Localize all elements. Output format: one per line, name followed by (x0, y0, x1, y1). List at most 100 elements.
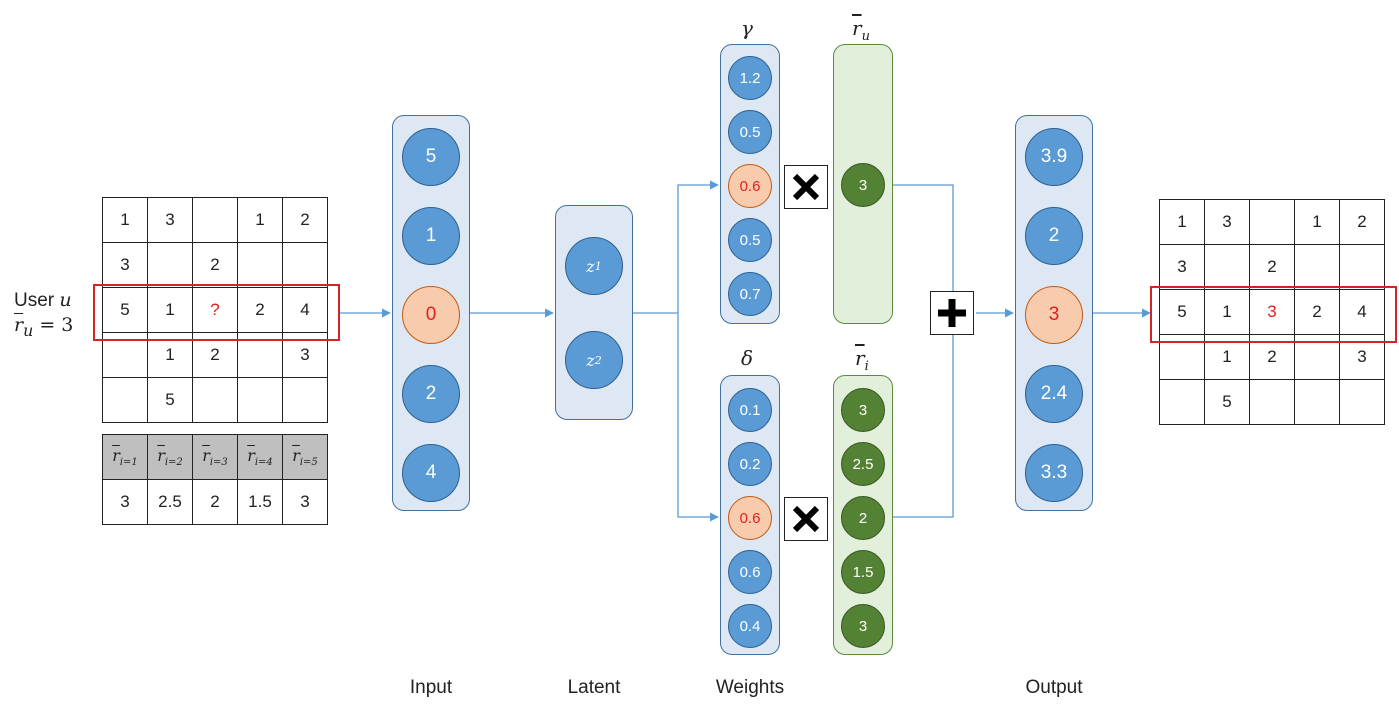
matrix-cell: 2 (282, 197, 328, 243)
matrix-cell: 1 (102, 197, 148, 243)
matrix-cell (1159, 379, 1205, 425)
stage-label-weights: Weights (715, 677, 785, 698)
item-mean-header: ri=2 (147, 434, 193, 480)
user-mean-node: 3 (841, 163, 885, 207)
matrix-cell: 1 (1159, 199, 1205, 245)
input-node: 1 (402, 207, 460, 265)
multiply-icon-upper (784, 165, 828, 209)
matrix-cell (192, 197, 238, 243)
gamma-weight-node: 0.5 (728, 110, 772, 154)
matrix-cell (1294, 244, 1340, 290)
matrix-cell: 2 (192, 242, 238, 288)
matrix-cell: 3 (1204, 199, 1250, 245)
matrix-cell: 1 (237, 197, 283, 243)
delta-weight-node: 0.2 (728, 442, 772, 486)
item-mean-node: 3 (841, 388, 885, 432)
user-var: u (59, 289, 72, 311)
output-node: 2.4 (1025, 365, 1083, 423)
matrix-row: 5 (102, 377, 328, 423)
wire-item-mean-to-sum (893, 313, 954, 518)
output-node: 2 (1025, 207, 1083, 265)
stage-label-output: Output (1025, 677, 1083, 698)
multiply-icon-lower (784, 497, 828, 541)
output-node: 3 (1025, 286, 1083, 344)
matrix-cell: 5 (1204, 379, 1250, 425)
output-highlight-row (1150, 286, 1397, 343)
matrix-cell: 2 (237, 287, 283, 333)
matrix-cell (282, 377, 328, 423)
input-node: 5 (402, 128, 460, 186)
arrow-to-gamma (677, 180, 719, 313)
item-mean-value: 3 (102, 479, 148, 525)
delta-symbol: δ (741, 346, 754, 370)
stage-label-input: Input (409, 677, 453, 698)
gamma-weight-node: 0.6 (728, 164, 772, 208)
matrix-cell: 3 (147, 197, 193, 243)
gamma-weight-node: 0.7 (728, 272, 772, 316)
matrix-cell (102, 377, 148, 423)
matrix-cell: 2 (1249, 244, 1295, 290)
matrix-cell: 5 (102, 287, 148, 333)
matrix-cell (147, 242, 193, 288)
item-mean-value: 2 (192, 479, 238, 525)
gamma-weight-node: 0.5 (728, 218, 772, 262)
matrix-cell: 4 (1339, 289, 1385, 335)
delta-weight-node: 0.6 (728, 550, 772, 594)
output-node: 3.9 (1025, 128, 1083, 186)
user-text: User (14, 290, 55, 311)
matrix-cell: 3 (1159, 244, 1205, 290)
matrix-cell (1294, 379, 1340, 425)
matrix-row: 5 (1159, 379, 1385, 425)
output-node: 3.3 (1025, 444, 1083, 502)
input-node: 0 (402, 286, 460, 344)
wire-user-mean-to-sum (893, 184, 954, 313)
matrix-cell (237, 377, 283, 423)
item-mean-value: 2.5 (147, 479, 193, 525)
gamma-symbol: γ (741, 16, 753, 40)
matrix-cell: 2 (1339, 199, 1385, 245)
matrix-cell: 1 (1294, 199, 1340, 245)
user-mean-sub: u (23, 320, 34, 340)
item-mean-value: 1.5 (237, 479, 283, 525)
delta-weight-node: 0.1 (728, 388, 772, 432)
matrix-cell: 1 (1204, 289, 1250, 335)
item-mean-header: ri=3 (192, 434, 238, 480)
input-node: 2 (402, 365, 460, 423)
item-mean-node: 1.5 (841, 550, 885, 594)
item-mean-node: 2.5 (841, 442, 885, 486)
user-mean-var: r (14, 314, 24, 336)
matrix-cell (1249, 379, 1295, 425)
item-mean-node: 2 (841, 496, 885, 540)
delta-weight-node: 0.4 (728, 604, 772, 648)
item-mean-header: ri=1 (102, 434, 148, 480)
matrix-cell (1339, 379, 1385, 425)
user-mean-eq: = 3 (39, 314, 74, 336)
matrix-cell (1204, 244, 1250, 290)
matrix-cell: 3 (102, 242, 148, 288)
item-mean-value: 3 (282, 479, 328, 525)
gamma-weight-node: 1.2 (728, 56, 772, 100)
user-label: User u ru = 3 (14, 288, 73, 343)
matrix-cell: 2 (1294, 289, 1340, 335)
item-mean-header: ri=5 (282, 434, 328, 480)
matrix-cell (1339, 244, 1385, 290)
item-mean-node: 3 (841, 604, 885, 648)
matrix-cell (192, 377, 238, 423)
delta-weight-node: 0.6 (728, 496, 772, 540)
item-mean-header: ri=4 (237, 434, 283, 480)
matrix-cell: 4 (282, 287, 328, 333)
input-highlight-row (93, 284, 340, 341)
item-mean-symbol: ri (855, 346, 869, 374)
user-mean-symbol: ru (852, 16, 870, 44)
